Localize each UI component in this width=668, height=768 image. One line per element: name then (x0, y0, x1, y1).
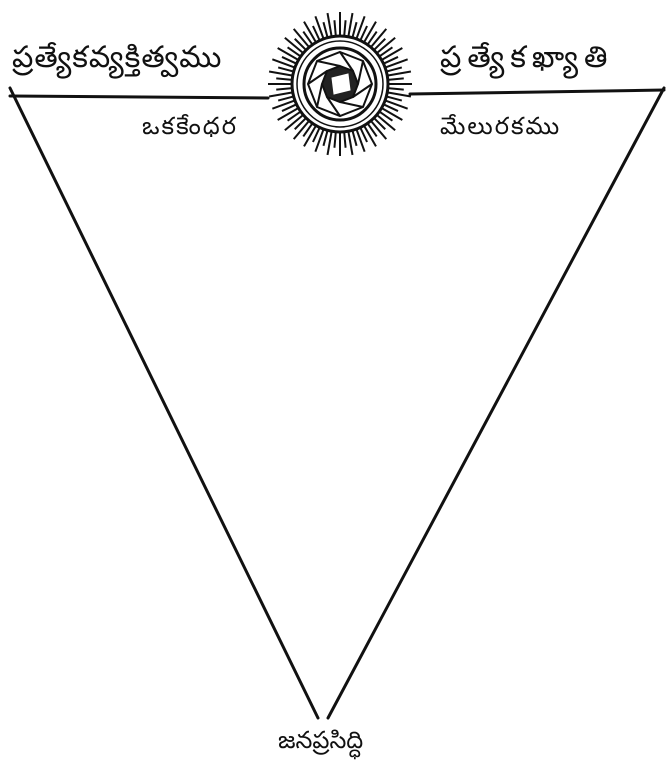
sun-ray (348, 131, 352, 155)
sun-ray (387, 72, 411, 76)
sun-ray (323, 130, 327, 145)
sun-ray (323, 22, 327, 37)
sun-ray (276, 88, 292, 89)
label-bottom: జనప్రసిద్ధి (278, 726, 363, 760)
sun-ray (352, 130, 356, 145)
triangle-left-side (10, 88, 318, 718)
triangle-right-side (328, 88, 664, 718)
sun-ray (352, 22, 356, 37)
sun-ray (387, 92, 411, 96)
sun-ray (334, 20, 335, 36)
sun-ray (388, 88, 404, 89)
sun-ray (382, 108, 403, 120)
sun-ray (348, 13, 352, 37)
label-sub-right: మేలురకము (440, 112, 561, 146)
sun-ray (328, 13, 332, 37)
label-sub-left: ఒకకేంధర (142, 112, 238, 146)
top-line-left (10, 96, 268, 98)
sun-ray (328, 131, 332, 155)
sun-ray (304, 126, 316, 147)
sun-ray (276, 78, 292, 79)
sun-ray (269, 92, 293, 96)
sun-ray (278, 48, 299, 60)
sun-ray (304, 22, 316, 43)
sun-ray (269, 72, 293, 76)
top-line-right (410, 90, 664, 94)
sun-ray (364, 126, 376, 147)
sun-ray (388, 78, 404, 79)
sun-ray (382, 48, 403, 60)
sun-ray (386, 67, 401, 71)
sun-ray (278, 96, 293, 100)
sun-ray (344, 132, 345, 148)
sun-ray (344, 20, 345, 36)
sun-ray (364, 22, 376, 43)
radiant-diamond-icon (268, 12, 412, 156)
label-top-right: ప్రత్యేకఖ్యాతి (440, 40, 613, 82)
sun-ray (334, 132, 335, 148)
sun-ray (386, 96, 401, 100)
sun-ray (278, 108, 299, 120)
label-top-left: ప్రత్యేకవ్యక్తిత్వము (12, 40, 222, 82)
sun-ray (278, 67, 293, 71)
